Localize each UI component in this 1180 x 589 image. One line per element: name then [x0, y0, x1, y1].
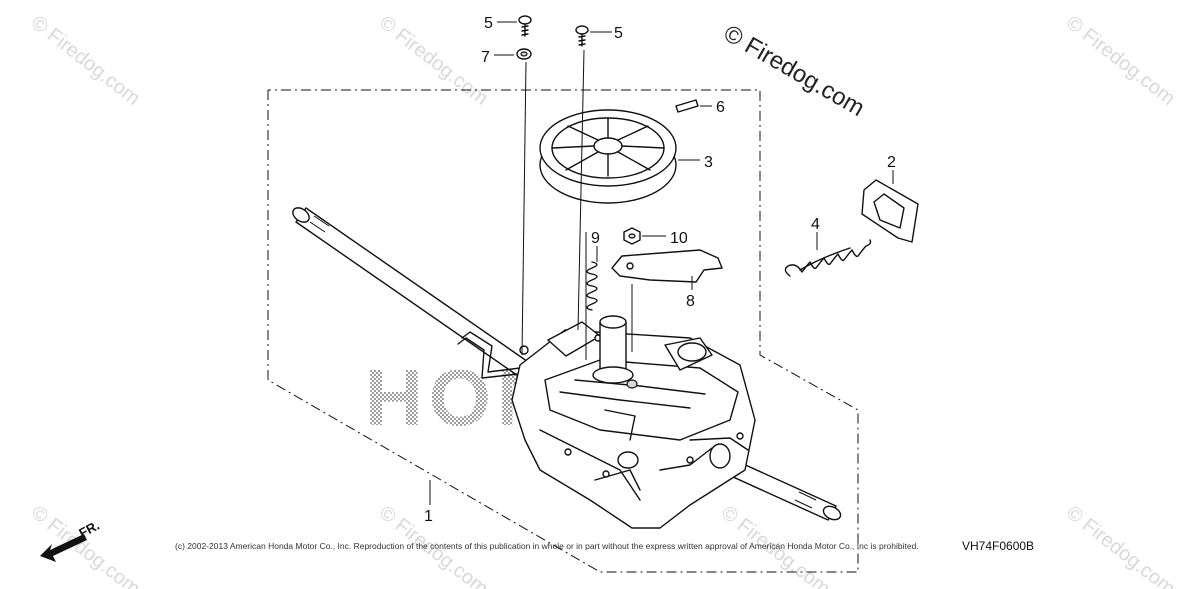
small-spring	[586, 261, 598, 311]
callout-9: 9	[591, 230, 600, 247]
front-arrow-icon	[40, 534, 87, 562]
copyright-notice: (c) 2002-2013 American Honda Motor Co., …	[175, 541, 919, 551]
lever-plate	[611, 249, 723, 283]
callout-10: 10	[670, 230, 688, 247]
washer	[516, 48, 532, 60]
pulley	[539, 109, 677, 204]
pin	[675, 99, 699, 113]
callout-8: 8	[686, 293, 695, 310]
diagram-code: VH74F0600B	[962, 539, 1034, 553]
watermark-text: © Firedog.com	[375, 12, 492, 110]
bolt-right	[575, 25, 589, 47]
callout-3: 3	[704, 154, 713, 171]
callout-4: 4	[811, 216, 820, 233]
watermark-text: © Firedog.com	[27, 12, 144, 110]
leader-lines	[429, 21, 894, 505]
callout-5-left: 5	[484, 15, 493, 32]
spring-bracket	[861, 179, 919, 243]
input-shaft	[592, 315, 638, 389]
callout-7: 7	[481, 49, 490, 66]
assembly-boundary	[267, 89, 859, 573]
return-spring	[784, 239, 872, 277]
bolt-left	[518, 15, 532, 37]
transmission-housing	[511, 321, 756, 529]
watermark-text: © Firedog.com	[27, 502, 144, 589]
callout-1: 1	[424, 508, 433, 525]
callout-6: 6	[716, 99, 725, 116]
watermark-text: © Firedog.com	[1062, 12, 1179, 110]
nut	[623, 227, 641, 245]
callout-labels: 5 7 5 6 3 2 4 9 10 8 1	[424, 15, 896, 525]
firedog-brand-text: © Firedog.com	[719, 20, 869, 122]
watermark-text: © Firedog.com	[1062, 502, 1179, 589]
callout-5-right: 5	[614, 25, 623, 42]
callout-2: 2	[887, 154, 896, 171]
